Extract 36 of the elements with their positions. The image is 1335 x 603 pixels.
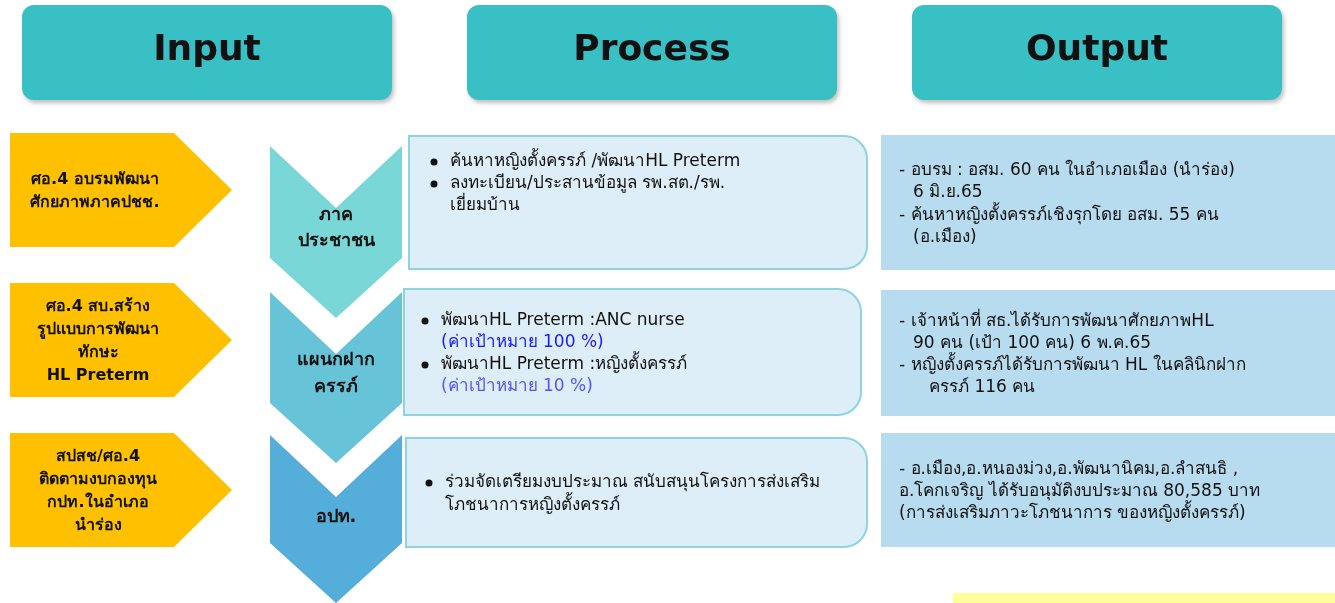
header-banner bbox=[22, 5, 392, 100]
stage-band bbox=[270, 435, 402, 603]
bullet-item: ร่วมจัดเตรียมงบประมาณ สนับสนุนโครงการส่งเสริมโภชนาการหญิงตั้งครรภ์ bbox=[445, 470, 846, 515]
input-pentagon bbox=[10, 283, 232, 397]
bullet-item: ลงทะเบียน/ประสานข้อมูล รพ.สต./รพ. เยี่ยมบ้าน bbox=[450, 171, 850, 216]
target-note: (ค่าเป้าหมาย 10 %) bbox=[441, 374, 594, 397]
bullet-item: พัฒนาHL Preterm :หญิงตั้งครรภ์ bbox=[441, 352, 844, 375]
result-text: - ค้นหาหญิงตั้งครรภ์เชิงรุกโดย อสม. 55 คน (อ.เมือง) bbox=[899, 202, 1220, 247]
input-label: ศอ.4 อบรมพัฒนาศักยภาพภาคปชช. bbox=[29, 167, 161, 213]
output-box bbox=[881, 290, 1335, 416]
result-text: - อบรม : อสม. 60 คน ในอำเภอเมือง (นำร่อง) 6 มิ.ย.65 bbox=[899, 158, 1236, 202]
stage-band bbox=[270, 292, 402, 463]
input-label: สปสช/ศอ.4 ติดตามงบกองทุน กปท.ในอำเภอ นำร่อง bbox=[38, 444, 158, 537]
input-label: ศอ.4 สบ.สร้าง รูปแบบการพัฒนา ทักษะ HL Preterm bbox=[36, 294, 160, 387]
stage-label: อปท. bbox=[314, 503, 358, 528]
input-pentagon bbox=[10, 433, 232, 547]
stage-label: แผนกฝาก ครรภ์ bbox=[296, 347, 376, 398]
target-note: (ค่าเป้าหมาย 100 %) bbox=[441, 329, 605, 351]
input-pentagon bbox=[10, 133, 232, 247]
result-text: - หญิงตั้งครรภ์ได้รับการพัฒนา HL ในคลินิกฝากครรภ์ 116 คน bbox=[899, 353, 1247, 398]
header-text: Output bbox=[1024, 27, 1170, 68]
stage-label: ภาค ประชาชน bbox=[296, 201, 376, 252]
stage-band bbox=[270, 146, 402, 318]
result-text: - อ.เมือง,อ.หนองม่วง,อ.พัฒนานิคม,อ.ลำสนธิ , อ.โคกเจริญ ได้รับอนุมัติงบประมาณ 80,585 บาท (การส่งเสริมภาวะโภชนาการ ของหญิงตั้งครรภ์) bbox=[899, 456, 1262, 524]
result-text: - เจ้าหน้าที่ สธ.ได้รับการพัฒนาศักยภาพHL 90 คน (เป้า 100 คน) 6 พ.ค.65 bbox=[899, 308, 1215, 352]
bullet-item: ค้นหาหญิงตั้งครรภ์ /พัฒนาHL Preterm bbox=[450, 149, 850, 172]
bullet-item: พัฒนาHL Preterm :ANC nurse bbox=[441, 307, 844, 330]
output-box bbox=[881, 433, 1335, 547]
header-banner bbox=[912, 5, 1282, 100]
output-box bbox=[881, 135, 1335, 270]
process-box bbox=[405, 437, 868, 548]
process-box bbox=[408, 135, 868, 270]
header-text: Process bbox=[572, 27, 732, 68]
process-box bbox=[403, 288, 862, 416]
header-banner bbox=[467, 5, 837, 100]
header-text: Input bbox=[152, 27, 262, 68]
